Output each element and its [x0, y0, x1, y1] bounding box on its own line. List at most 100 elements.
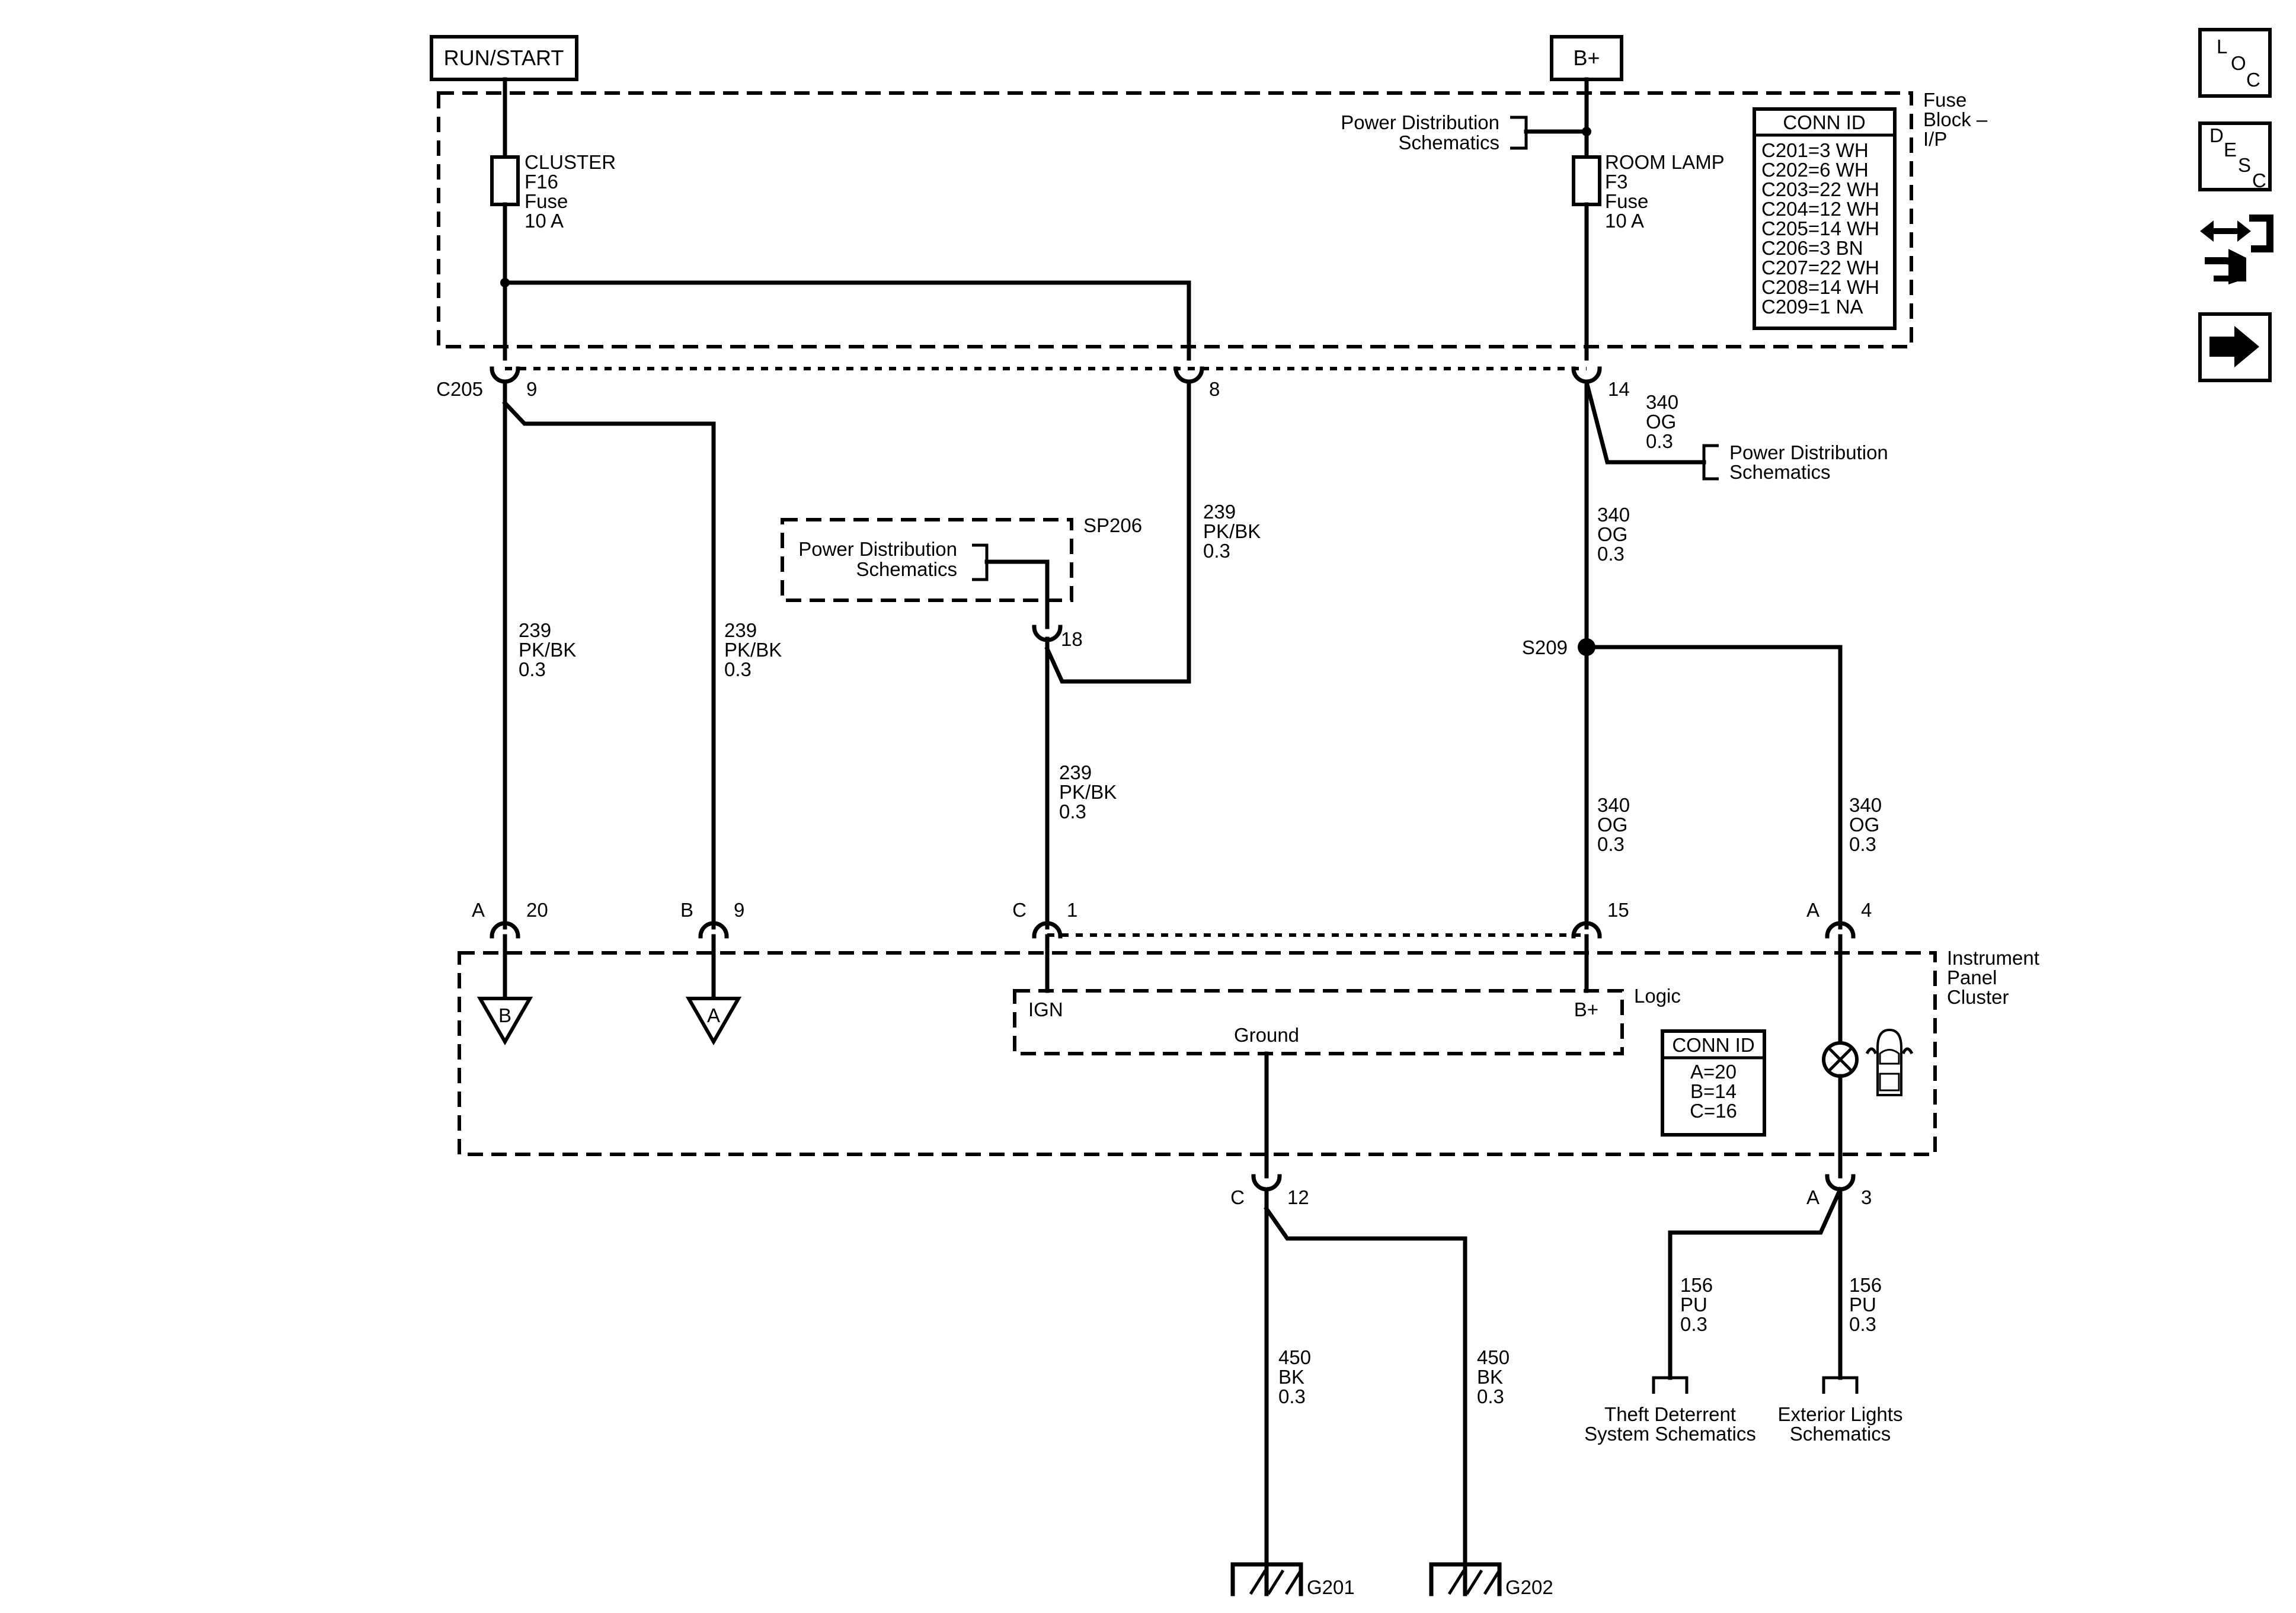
svg-text:C206=3 BN: C206=3 BN [1761, 237, 1863, 259]
svg-text:239: 239 [1059, 761, 1092, 783]
svg-text:Schematics: Schematics [1398, 132, 1499, 153]
ign-label: IGN [1028, 998, 1063, 1020]
wire-label-239-b: 239 PK/BK 0.3 [724, 619, 782, 680]
svg-text:A=20: A=20 [1690, 1061, 1737, 1083]
svg-text:Fuse: Fuse [525, 190, 568, 212]
courtesy-lamp-symbol [1822, 1041, 1859, 1078]
pds-label-sp206: Power Distribution Schematics [798, 538, 957, 580]
ipc-pin-b9 [698, 921, 729, 1001]
pin-9b-label: 9 [734, 899, 744, 921]
pin-b-label: B [680, 899, 693, 921]
location-button[interactable]: L O C [2198, 28, 2272, 98]
svg-text:Schematics: Schematics [1729, 461, 1831, 483]
description-button[interactable]: D E S C [2198, 121, 2272, 191]
svg-text:C204=12 WH: C204=12 WH [1761, 198, 1879, 220]
svg-text:10 A: 10 A [525, 210, 564, 232]
bplus-label: B+ [1550, 35, 1623, 81]
pin-a-label-1: A [472, 899, 485, 921]
svg-text:0.3: 0.3 [1646, 430, 1673, 452]
fuse-block-outline [437, 91, 1913, 348]
svg-text:D: D [2209, 124, 2224, 146]
svg-text:PU: PU [1849, 1294, 1876, 1316]
connector-view-icon[interactable] [2200, 215, 2273, 284]
svg-text:System Schematics: System Schematics [1584, 1423, 1756, 1445]
svg-text:0.3: 0.3 [1849, 1313, 1876, 1335]
room-lamp-fuse-symbol [1572, 155, 1601, 206]
logic-bplus-label: B+ [1574, 998, 1598, 1020]
svg-text:340: 340 [1597, 504, 1630, 526]
svg-text:C201=3 WH: C201=3 WH [1761, 139, 1869, 161]
wire-label-450-a: 450 BK 0.3 [1278, 1346, 1311, 1407]
svg-text:340: 340 [1849, 794, 1882, 816]
conn-id-table-bottom: CONN ID A=20 B=14 C=16 [1661, 1029, 1766, 1137]
exterior-lights-label: Exterior Lights Schematics [1778, 1403, 1903, 1445]
g202-label: G202 [1505, 1576, 1553, 1598]
svg-text:Panel: Panel [1947, 966, 1997, 988]
pin-3-label: 3 [1861, 1186, 1872, 1208]
wire-label-239-d: 239 PK/BK 0.3 [1059, 761, 1117, 822]
svg-text:C: C [2252, 169, 2266, 191]
ipc-pin-15 [1571, 921, 1602, 993]
svg-text:PU: PU [1680, 1294, 1707, 1316]
pin-8-label: 8 [1209, 378, 1220, 400]
pds-label-top: Power Distribution Schematics [1341, 111, 1499, 153]
sp206-label: SP206 [1083, 514, 1142, 536]
wire-label-340-c: 340 OG 0.3 [1597, 794, 1630, 855]
pin-15-label: 15 [1607, 899, 1629, 921]
ipc-pin-c1 [1032, 921, 1063, 993]
wire-label-156-a: 156 PU 0.3 [1680, 1274, 1713, 1335]
pin-9-label: 9 [526, 378, 537, 400]
svg-text:B=14: B=14 [1690, 1080, 1737, 1102]
svg-text:0.3: 0.3 [724, 658, 752, 680]
ipc-pin-c12 [1251, 1165, 1282, 1192]
room-lamp-fuse-label: ROOM LAMP F3 Fuse 10 A [1605, 151, 1725, 232]
svg-text:0.3: 0.3 [1477, 1385, 1504, 1407]
svg-text:0.3: 0.3 [1849, 833, 1876, 855]
ipc-pin-a4 [1825, 921, 1856, 1045]
svg-text:C205=14 WH: C205=14 WH [1761, 217, 1879, 239]
pin-12-label: 12 [1287, 1186, 1309, 1208]
pin-c-label-1: C [1012, 899, 1027, 921]
pin-20-label: 20 [526, 899, 548, 921]
wire-label-239-c: 239 PK/BK 0.3 [1203, 501, 1261, 562]
svg-text:CONN ID: CONN ID [1672, 1034, 1754, 1056]
c205-pin-14 [1571, 347, 1602, 384]
logic-label: Logic [1634, 985, 1681, 1007]
svg-text:PK/BK: PK/BK [1203, 520, 1261, 542]
svg-text:239: 239 [1203, 501, 1236, 523]
svg-text:239: 239 [519, 619, 551, 641]
svg-text:OG: OG [1597, 814, 1627, 836]
svg-text:Instrument: Instrument [1947, 947, 2039, 969]
svg-text:B: B [498, 1004, 511, 1026]
wire-label-340-a: 340 OG 0.3 [1646, 391, 1678, 452]
svg-text:CONN ID: CONN ID [1783, 111, 1865, 133]
svg-text:Fuse: Fuse [1923, 89, 1966, 111]
wire-label-156-b: 156 PU 0.3 [1849, 1274, 1882, 1335]
pin-c-label-2: C [1230, 1186, 1245, 1208]
ipc-label: Instrument Panel Cluster [1947, 947, 2039, 1008]
svg-text:BK: BK [1278, 1366, 1304, 1388]
ground-g202-symbol [1429, 1562, 1502, 1596]
svg-text:F16: F16 [525, 171, 558, 193]
offpage-b-symbol: B [477, 997, 533, 1046]
c205-label: C205 [436, 378, 483, 400]
ground-label: Ground [1234, 1024, 1299, 1046]
cluster-fuse-label: CLUSTER F16 Fuse 10 A [525, 151, 616, 232]
ipc-outline [458, 951, 1937, 1156]
wire-label-239-a: 239 PK/BK 0.3 [519, 619, 576, 680]
svg-text:ROOM LAMP: ROOM LAMP [1605, 151, 1725, 173]
svg-text:Schematics: Schematics [856, 558, 957, 580]
svg-text:PK/BK: PK/BK [1059, 781, 1117, 803]
wire-label-450-b: 450 BK 0.3 [1477, 1346, 1510, 1407]
svg-text:C207=22 WH: C207=22 WH [1761, 257, 1879, 279]
svg-text:450: 450 [1477, 1346, 1510, 1368]
svg-text:C209=1 NA: C209=1 NA [1761, 296, 1863, 318]
pds-label-mid: Power Distribution Schematics [1729, 441, 1888, 483]
svg-text:156: 156 [1849, 1274, 1882, 1296]
svg-text:10 A: 10 A [1605, 210, 1644, 232]
svg-text:PK/BK: PK/BK [519, 639, 576, 661]
next-page-arrow-button[interactable] [2198, 312, 2272, 382]
wire-label-340-d: 340 OG 0.3 [1849, 794, 1882, 855]
svg-text:OG: OG [1849, 814, 1879, 836]
